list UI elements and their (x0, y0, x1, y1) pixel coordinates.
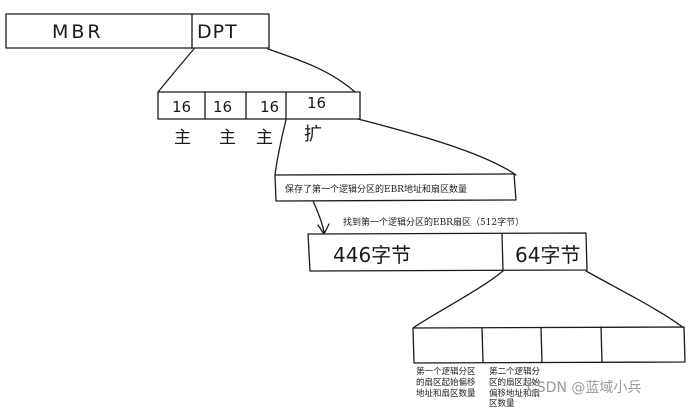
dpt-entry-size: 16 (307, 94, 326, 112)
ext-expand-right (357, 118, 517, 176)
ebr-bar-divider (501, 233, 504, 272)
dpt-table (157, 91, 361, 120)
dpt-expand-right (267, 48, 356, 93)
ext-expand-left (274, 119, 287, 176)
dpt-expand-left (157, 48, 195, 93)
ebr-note-second-line: 区数量 (489, 398, 515, 408)
ebr-entries-table (412, 326, 686, 364)
ebr-entry-divider (540, 327, 543, 363)
ebr-note-second-line: 区的扇区起始 (489, 377, 541, 388)
ebr-bootcode-label: 446字节 (333, 243, 411, 267)
csdn-watermark: CSDN @蓝域小兵 (527, 380, 641, 396)
annotation-box (274, 173, 517, 202)
ebr-bar (307, 232, 588, 272)
ebr-entries-label: 64字节 (515, 243, 580, 267)
dpt-entry-size: 16 (260, 98, 279, 116)
arrow-caption: 找到第一个逻辑分区的EBR扇区（512字节） (343, 216, 524, 228)
ebr-entry-divider (481, 327, 484, 363)
dpt-entry-size: 16 (172, 98, 191, 116)
dpt-entry-type: 扩 (304, 124, 322, 145)
ebr-expand-left (412, 270, 504, 329)
dpt-entry-size: 16 (213, 98, 232, 116)
annotation-text: 保存了第一个逻辑分区的EBR地址和扇区数量 (285, 183, 467, 195)
dpt-label: DPT (197, 21, 238, 43)
mbr-label: MBR (52, 21, 104, 43)
ebr-note-first-line: 第一个逻辑分区 (416, 366, 476, 377)
ebr-note-second-line: 偏移地址和扇 (489, 388, 540, 399)
ebr-entry-divider (600, 326, 603, 363)
mbr-bar (5, 13, 270, 49)
ebr-note-first-line: 的扇区起始偏移 (416, 377, 476, 388)
dpt-entry-type: 主 (174, 128, 191, 148)
dpt-entry-type: 主 (219, 128, 236, 148)
dpt-entry-type: 主 (256, 128, 273, 148)
ebr-note-first-line: 地址和扇区数量 (416, 388, 476, 399)
ebr-note-second-line: 第二个逻辑分 (489, 366, 541, 377)
ebr-arrow-shaft (312, 200, 325, 233)
ebr-expand-right (585, 270, 685, 329)
